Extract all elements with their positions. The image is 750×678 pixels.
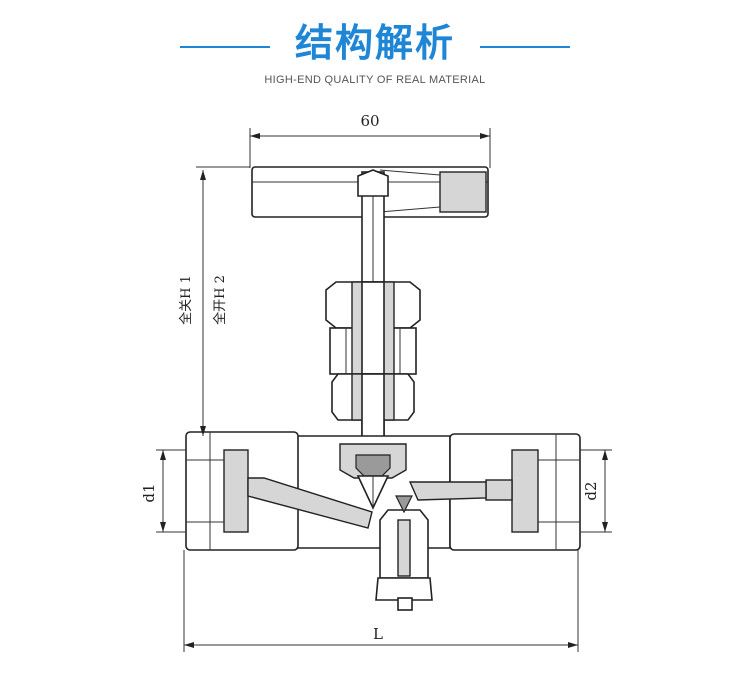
dimension-label-full-open: 全开H 2 bbox=[212, 275, 228, 325]
section-header: 结构解析 HIGH-END QUALITY OF REAL MATERIAL bbox=[0, 0, 750, 100]
dimension-label-d2: d2 bbox=[582, 481, 600, 500]
dimension-d2: d2 bbox=[580, 449, 612, 533]
dimension-label-60: 60 bbox=[360, 112, 379, 130]
dimension-length: L bbox=[183, 550, 579, 652]
dimension-d1: d1 bbox=[140, 449, 186, 533]
dimension-label-L: L bbox=[373, 625, 383, 643]
section-subtitle: HIGH-END QUALITY OF REAL MATERIAL bbox=[264, 74, 486, 86]
dimension-height: 全关H 1 全开H 2 bbox=[178, 166, 250, 436]
dimension-label-d1: d1 bbox=[140, 483, 158, 502]
right-connector bbox=[449, 433, 581, 551]
section-title: 结构解析 bbox=[294, 21, 455, 65]
bonnet bbox=[325, 281, 421, 445]
header-rule-left bbox=[180, 46, 270, 48]
dimension-width-60: 60 bbox=[249, 112, 491, 168]
right-flow-channel bbox=[408, 481, 487, 501]
left-connector bbox=[185, 431, 299, 551]
header-rule-right bbox=[480, 46, 570, 48]
drain-plug bbox=[375, 495, 433, 611]
left-flow-channel bbox=[247, 477, 373, 529]
dimension-label-full-close: 全关H 1 bbox=[178, 275, 194, 325]
